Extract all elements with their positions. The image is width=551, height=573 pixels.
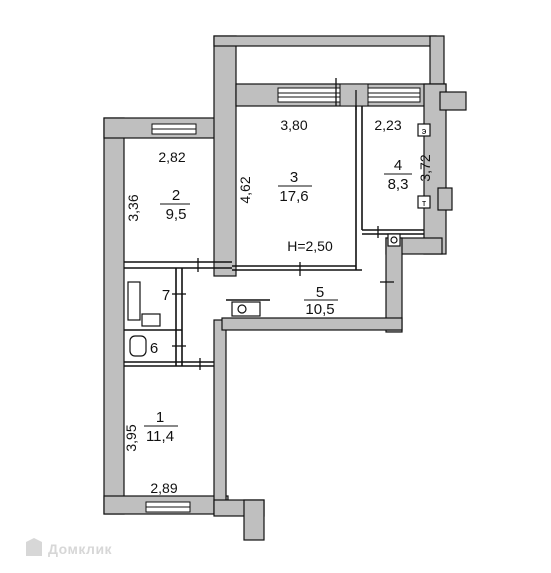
gas-symbol: т — [422, 198, 426, 208]
electric-meter-icon — [417, 123, 431, 137]
wall-mid-lower — [213, 319, 227, 515]
windows — [145, 83, 421, 513]
room3-length: 4,62 — [237, 176, 253, 203]
door-marks — [172, 78, 394, 370]
wall-balcony-top — [213, 35, 437, 47]
room4-area: 8,3 — [388, 176, 409, 193]
balcony-door — [339, 83, 369, 107]
bathtub-icon — [127, 281, 141, 321]
window-room4 — [367, 87, 421, 103]
room6-number: 6 — [150, 340, 158, 357]
room5-area: 10,5 — [305, 301, 334, 318]
wall-mid-upper — [213, 35, 237, 277]
wall-right-step — [437, 187, 453, 211]
wall-corridor-bottom — [221, 317, 403, 331]
fixtures — [127, 123, 431, 357]
room3-number: 3 — [290, 169, 298, 186]
sink-icon — [141, 313, 161, 327]
partitions — [124, 106, 424, 367]
room2-area: 9,5 — [166, 206, 187, 223]
wall-left — [103, 117, 125, 515]
watermark-text: Домклик — [48, 541, 113, 557]
room1-area: 11,4 — [146, 428, 174, 445]
room3-width: 3,80 — [280, 117, 307, 133]
toilet-icon — [129, 335, 147, 357]
wall-bottom-stub — [243, 499, 265, 541]
room1-number: 1 — [156, 409, 164, 426]
room2-length: 3,36 — [125, 194, 141, 221]
room7-number: 7 — [162, 287, 170, 304]
walls — [103, 35, 467, 541]
room4-length: 3,72 — [417, 154, 433, 181]
room5-number: 5 — [316, 284, 324, 301]
room4-number: 4 — [394, 157, 402, 174]
wall-right-notch — [439, 91, 467, 111]
room3-area: 17,6 — [279, 188, 308, 205]
room2-number: 2 — [172, 187, 180, 204]
house-logo-icon — [26, 538, 42, 556]
ceiling-height: H=2,50 — [287, 238, 333, 254]
room4-width: 2,23 — [374, 117, 401, 133]
room2-width: 2,82 — [158, 149, 185, 165]
electric-symbol: э — [422, 126, 427, 136]
window-room3 — [277, 87, 341, 103]
room1-length: 3,95 — [123, 424, 139, 451]
room1-width: 2,89 — [150, 480, 177, 496]
gas-meter-icon — [417, 195, 431, 209]
watermark: Домклик — [26, 538, 113, 557]
